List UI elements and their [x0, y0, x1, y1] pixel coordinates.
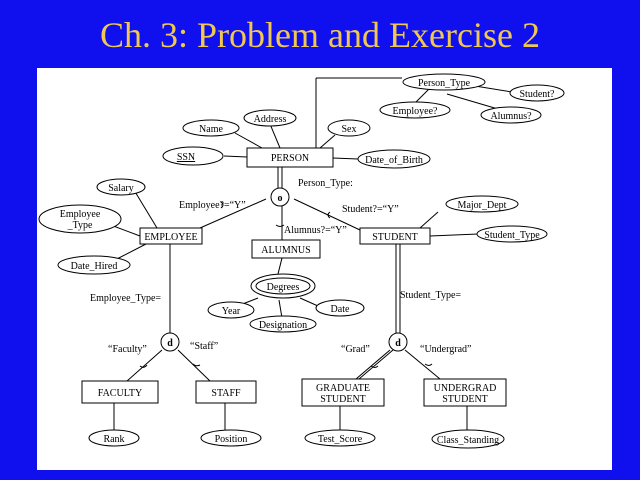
attr-name-label: Name: [199, 124, 223, 135]
attr-degrees-label: Degrees: [267, 282, 300, 293]
attr-address-label: Address: [254, 114, 287, 125]
attr-alumnus-q[interactable]: Alumnus?: [480, 106, 542, 124]
subset-arc: [424, 363, 433, 366]
attr-position[interactable]: Position: [200, 429, 262, 447]
label-employee-cond: Employee?=“Y”: [179, 200, 246, 211]
attr-ssn[interactable]: SSN: [162, 146, 224, 166]
entity-employee-label: EMPLOYEE: [144, 232, 197, 243]
label-person-type-disc: Person_Type:: [298, 178, 353, 189]
attr-degrees[interactable]: Degrees: [250, 273, 316, 299]
entity-graduate-student[interactable]: GRADUATE STUDENT: [301, 378, 385, 407]
label-student-type-disc: Student_Type=: [400, 290, 461, 301]
subset-arc: [275, 224, 285, 227]
attr-employee-type-label-2: _Type: [67, 220, 93, 231]
attr-class-standing-label: Class_Standing: [437, 435, 499, 446]
attr-major-dept[interactable]: Major_Dept: [445, 195, 519, 213]
subset-arc: [192, 363, 201, 367]
attr-salary[interactable]: Salary: [96, 178, 146, 196]
label-staff-cond: “Staff”: [190, 341, 218, 352]
label-employee-type-disc: Employee_Type=: [90, 293, 161, 304]
entity-graduate-label-1: GRADUATE: [316, 383, 370, 394]
entity-alumnus-label: ALUMNUS: [261, 245, 310, 256]
attr-student-q[interactable]: Student?: [509, 84, 565, 102]
attr-rank-label: Rank: [103, 434, 124, 445]
overlap-symbol: o: [278, 193, 283, 204]
attr-date-hired[interactable]: Date_Hired: [57, 255, 131, 275]
disjoint-symbol-student: d: [395, 338, 401, 349]
subset-arc: [220, 201, 224, 209]
attr-designation-label: Designation: [259, 320, 307, 331]
entity-graduate-label-2: STUDENT: [320, 394, 366, 405]
overlap-circle[interactable]: o: [270, 187, 290, 207]
attr-person-type-label: Person_Type: [418, 78, 471, 89]
subset-arc: [370, 365, 379, 368]
label-undergrad-cond: “Undergrad”: [420, 344, 471, 355]
slide-title: Ch. 3: Problem and Exercise 2: [100, 15, 540, 55]
attr-employee-q-label: Employee?: [393, 106, 439, 117]
entity-staff[interactable]: STAFF: [195, 380, 257, 404]
attr-employee-q[interactable]: Employee?: [379, 101, 451, 119]
entity-person-label: PERSON: [271, 153, 309, 164]
entity-undergrad-student[interactable]: UNDERGRAD STUDENT: [423, 378, 507, 407]
attr-date-of-birth[interactable]: Date_of_Birth: [357, 149, 431, 169]
attr-sex-label: Sex: [342, 124, 357, 135]
label-student-cond: Student?=“Y”: [342, 204, 399, 215]
attr-rank[interactable]: Rank: [88, 429, 140, 447]
attr-year[interactable]: Year: [207, 301, 255, 319]
connectors: [99, 77, 513, 430]
entity-employee[interactable]: EMPLOYEE: [139, 227, 203, 245]
attr-student-q-label: Student?: [520, 89, 556, 100]
attr-position-label: Position: [215, 434, 248, 445]
attr-person-type[interactable]: Person_Type: [402, 73, 486, 91]
attr-designation[interactable]: Designation: [249, 315, 317, 333]
attr-date[interactable]: Date: [315, 299, 365, 317]
attr-major-dept-label: Major_Dept: [458, 200, 507, 211]
entity-faculty[interactable]: FACULTY: [81, 380, 159, 404]
disjoint-circle-employee[interactable]: d: [160, 332, 180, 352]
entity-alumnus[interactable]: ALUMNUS: [251, 239, 321, 259]
attr-date-of-birth-label: Date_of_Birth: [365, 155, 423, 166]
subset-arc: [139, 364, 148, 368]
entity-person[interactable]: PERSON: [246, 147, 334, 168]
attr-student-type-label: Student_Type: [484, 230, 540, 241]
attr-name[interactable]: Name: [182, 119, 240, 137]
attr-alumnus-q-label: Alumnus?: [490, 111, 532, 122]
entity-student[interactable]: STUDENT: [359, 227, 431, 245]
attr-ssn-label: SSN: [177, 152, 195, 163]
entity-faculty-label: FACULTY: [98, 388, 142, 399]
disjoint-circle-student[interactable]: d: [388, 332, 408, 352]
attr-employee-type-label-1: Employee: [60, 209, 101, 220]
attr-sex[interactable]: Sex: [327, 119, 371, 137]
entity-undergrad-label-1: UNDERGRAD: [434, 383, 497, 394]
attr-salary-label: Salary: [108, 183, 134, 194]
label-grad-cond: “Grad”: [341, 344, 370, 355]
attr-test-score[interactable]: Test_Score: [304, 429, 376, 447]
entity-staff-label: STAFF: [211, 388, 241, 399]
attr-date-hired-label: Date_Hired: [71, 261, 118, 272]
entity-undergrad-label-2: STUDENT: [442, 394, 488, 405]
attr-class-standing[interactable]: Class_Standing: [431, 429, 505, 449]
attr-date-label: Date: [331, 304, 350, 315]
attr-year-label: Year: [222, 306, 241, 317]
subset-arc: [327, 211, 331, 219]
attr-address[interactable]: Address: [243, 109, 297, 127]
attr-student-type[interactable]: Student_Type: [476, 225, 548, 243]
entity-student-label: STUDENT: [372, 232, 418, 243]
disjoint-symbol-employee: d: [167, 338, 173, 349]
label-faculty-cond: “Faculty”: [108, 344, 147, 355]
attr-employee-type[interactable]: Employee _Type: [38, 204, 122, 234]
attr-test-score-label: Test_Score: [318, 434, 363, 445]
label-alumnus-cond: Alumnus?=“Y”: [284, 225, 347, 236]
